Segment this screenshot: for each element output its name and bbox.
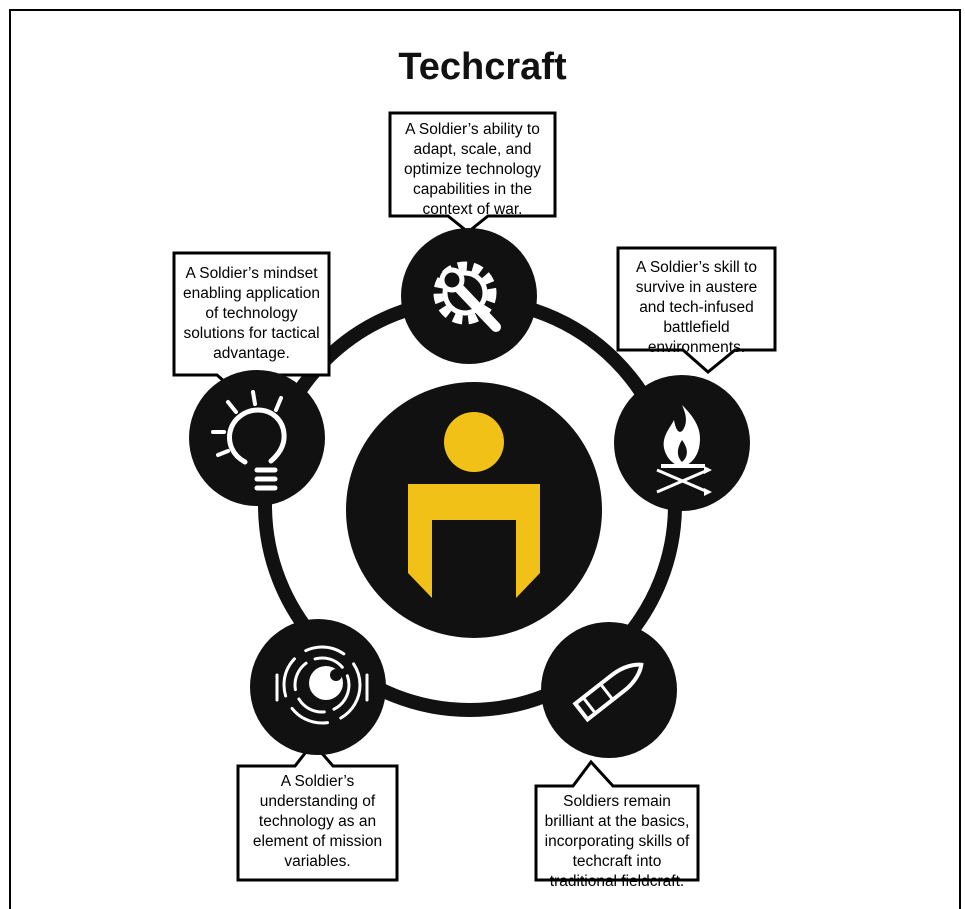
callout-text-right: A Soldier’s skill to survive in austere … [635,259,758,356]
callout-text-top: A Soldier’s ability to adapt, scale, and… [404,121,541,218]
eye-target-icon [275,645,369,725]
node-right [614,375,750,511]
bullet-icon [572,662,644,723]
node-left [189,370,325,506]
callout-text-bottom-left: A Soldier’s understanding of technology … [252,773,383,870]
campfire-arrows-icon [656,405,712,496]
node-bottom-right [541,622,677,758]
callout-text-left: A Soldier’s mindset enabling application… [182,265,321,362]
callout-box-right [616,246,777,374]
gear-wrench-icon [433,261,501,332]
node-bottom-left [250,619,386,755]
lightbulb-icon [211,390,287,491]
callout-box-bottom-right [534,759,700,882]
callout-box-bottom-left [236,740,399,882]
diagram-title: Techcraft [398,46,567,88]
callout-text-bottom-right: Soldiers remain brilliant at the basics,… [544,793,690,890]
soldier-icon [408,412,540,598]
callout-box-top [388,111,557,234]
center-hub [346,382,602,638]
node-top [401,228,537,364]
